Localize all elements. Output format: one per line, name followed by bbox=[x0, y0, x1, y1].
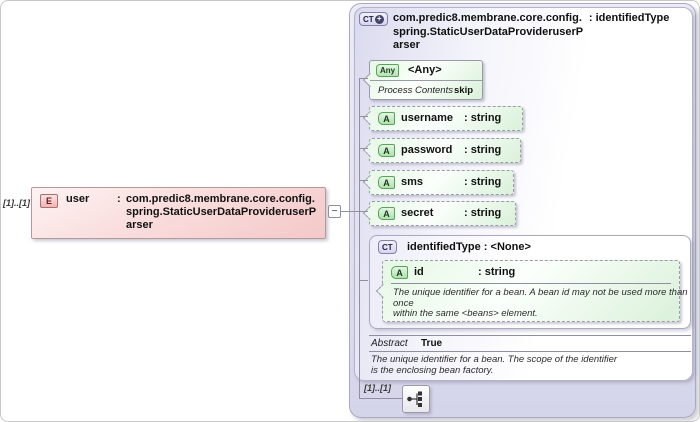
attribute-icon: A bbox=[378, 206, 395, 220]
title-base-type: : identifiedType bbox=[588, 12, 670, 24]
attribute-icon: A bbox=[391, 266, 408, 279]
branch-line-sms bbox=[359, 180, 368, 181]
complex-type-title: com.predic8.membrane.core.config. : ident… bbox=[393, 12, 669, 53]
branch-line-nested-type bbox=[359, 280, 368, 281]
attribute-type: : string bbox=[464, 206, 502, 219]
title-line3: arser bbox=[393, 39, 420, 51]
complex-type-content-box: CT + com.predic8.membrane.core.config. : … bbox=[354, 7, 693, 381]
attribute-icon: A bbox=[378, 175, 395, 189]
attribute-box-sms[interactable]: A sms : string bbox=[369, 170, 514, 195]
doc-line: within the same <beans> element. bbox=[393, 308, 538, 319]
attribute-type: : string bbox=[478, 266, 516, 278]
attribute-type: : string bbox=[464, 111, 502, 124]
element-box-user[interactable]: E user : com.predic8.membrane.core.confi… bbox=[31, 187, 326, 239]
attribute-box-username[interactable]: A username : string bbox=[369, 106, 523, 131]
collapse-button[interactable]: − bbox=[328, 205, 341, 218]
nested-ct-icon: CT bbox=[378, 240, 397, 254]
element-type-line: spring.StaticUserDataProvideruserP bbox=[126, 206, 317, 218]
any-icon: Any bbox=[376, 64, 400, 77]
nested-type-title: identifiedType : <None> bbox=[407, 241, 531, 253]
attribute-box-password[interactable]: A password : string bbox=[369, 138, 521, 163]
attribute-documentation: The unique identifier for a bean. A bean… bbox=[393, 287, 688, 320]
complex-type-panel: CT + com.predic8.membrane.core.config. : … bbox=[349, 3, 696, 418]
doc-line: once bbox=[393, 297, 414, 309]
attribute-name: password bbox=[401, 143, 453, 156]
sequence-icon bbox=[407, 391, 422, 407]
attribute-icon: A bbox=[378, 143, 395, 157]
complex-type-icon: CT + bbox=[359, 12, 388, 26]
divider bbox=[369, 351, 691, 352]
nested-type-box-identifiedtype[interactable]: CT identifiedType : <None> A id : string… bbox=[369, 235, 691, 329]
branch-line-model-group bbox=[359, 398, 403, 399]
process-contents-value: skip bbox=[454, 85, 474, 96]
sequence-model-group-button[interactable] bbox=[402, 385, 430, 413]
element-type-line: com.predic8.membrane.core.config. bbox=[126, 193, 315, 205]
element-type-line: arser bbox=[126, 219, 153, 231]
divider bbox=[370, 80, 482, 81]
title-line2: spring.StaticUserDataProvideruserP bbox=[393, 25, 584, 38]
element-type-colon: : bbox=[117, 193, 121, 205]
attribute-icon: A bbox=[378, 111, 395, 125]
attribute-name: username bbox=[401, 111, 453, 124]
attribute-name: sms bbox=[401, 175, 424, 188]
branch-line-password bbox=[359, 148, 368, 149]
ct-icon-label: CT bbox=[382, 242, 393, 252]
any-label: <Any> bbox=[408, 64, 442, 76]
attribute-type: : string bbox=[464, 175, 502, 188]
attribute-box-secret[interactable]: A secret : string bbox=[369, 201, 516, 226]
any-wildcard-box[interactable]: Any <Any> Process Contents skip bbox=[369, 60, 483, 100]
element-type: com.predic8.membrane.core.config. spring… bbox=[126, 193, 316, 232]
divider bbox=[391, 283, 671, 284]
divider bbox=[369, 335, 691, 336]
attribute-type: : string bbox=[464, 143, 502, 156]
element-icon: E bbox=[40, 194, 58, 208]
content-model-cardinality: [1]..[1] bbox=[364, 383, 391, 393]
ct-icon-label: CT bbox=[363, 14, 374, 24]
plus-icon: + bbox=[374, 14, 384, 24]
element-cardinality: [1]..[1] bbox=[3, 198, 30, 208]
attribute-box-id[interactable]: A id : string The unique identifier for … bbox=[382, 260, 688, 322]
doc-line: The unique identifier for a bean. A bean… bbox=[393, 287, 688, 298]
branch-line-username bbox=[359, 116, 368, 117]
title-name: com.predic8.membrane.core.config. bbox=[393, 12, 582, 24]
doc-line: The unique identifier for a bean. The sc… bbox=[371, 354, 618, 365]
attribute-name: id bbox=[414, 266, 424, 278]
abstract-value: True bbox=[421, 338, 443, 349]
element-name: user bbox=[66, 193, 90, 205]
type-documentation: The unique identifier for a bean. The sc… bbox=[371, 354, 618, 376]
tree-trunk-line bbox=[359, 78, 360, 399]
attribute-name: secret bbox=[401, 206, 434, 219]
branch-line-any bbox=[359, 78, 368, 79]
doc-line: is the enclosing bean factory. bbox=[371, 364, 494, 376]
process-contents-label: Process Contents bbox=[378, 85, 453, 96]
element-connector-line bbox=[341, 211, 368, 212]
abstract-label: Abstract bbox=[371, 338, 408, 349]
